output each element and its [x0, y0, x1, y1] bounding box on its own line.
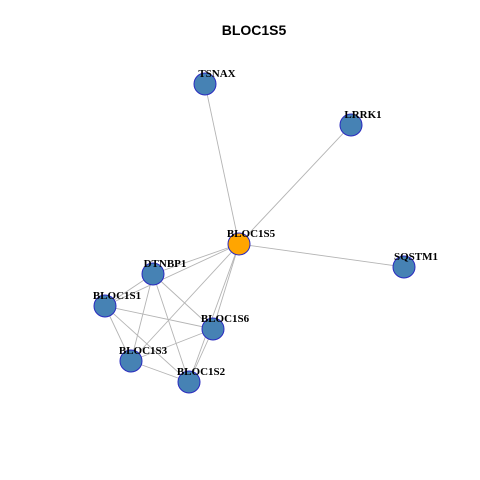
node-bloc1s6: [201, 317, 225, 341]
edge-bloc1s1-bloc1s2: [104, 305, 190, 383]
edge-bloc1s5-tsnax: [204, 83, 240, 245]
labels-layer: BLOC1S5 TSNAX LRRK1SQSTM1DTNBP1BLOC1S1BLOC…: [93, 68, 438, 378]
edge-dtnbp1-bloc1s6: [152, 273, 214, 330]
edge-bloc1s5-bloc1s6: [212, 243, 240, 330]
node-label-sqstm1: SQSTM1: [394, 251, 438, 263]
edge-dtnbp1-bloc1s2: [152, 273, 190, 383]
node-label-bloc1s1: BLOC1S1: [93, 290, 141, 302]
node-label-bloc1s2: BLOC1S2: [177, 366, 226, 378]
nodes-layer: [93, 72, 416, 394]
node-label-bloc1s3: BLOC1S3: [119, 345, 168, 357]
node-bloc1s1: [93, 294, 117, 318]
edge-bloc1s1-bloc1s6: [104, 305, 214, 330]
node-label-bloc1s6: BLOC1S6: [201, 313, 250, 325]
edge-bloc1s5-sqstm1: [238, 243, 405, 268]
edge-bloc1s6-bloc1s3: [130, 328, 214, 362]
node-bloc1s5: [227, 232, 251, 256]
edge-bloc1s5-dtnbp1: [152, 243, 240, 275]
node-bloc1s3: [119, 349, 143, 373]
edge-bloc1s5-bloc1s2: [188, 243, 240, 383]
node-label-tsnax: TSNAX: [198, 68, 235, 80]
node-label-bloc1s5: BLOC1S5: [227, 228, 276, 240]
node-dtnbp1: [141, 262, 165, 286]
node-bloc1s2: [177, 370, 201, 394]
node-label-lrrk1: LRRK1: [344, 109, 381, 121]
node-sqstm1: [392, 255, 416, 279]
edge-bloc1s5-lrrk1: [238, 124, 352, 245]
node-label-dtnbp1: DTNBP1: [144, 258, 187, 270]
edge-bloc1s5-bloc1s1: [104, 243, 240, 307]
node-lrrk1: [339, 113, 363, 137]
diagram-title: BLOC1S5: [222, 22, 287, 38]
edge-bloc1s5-bloc1s3: [130, 243, 240, 362]
node-tsnax: [193, 72, 217, 96]
edge-dtnbp1-bloc1s3: [130, 273, 154, 362]
